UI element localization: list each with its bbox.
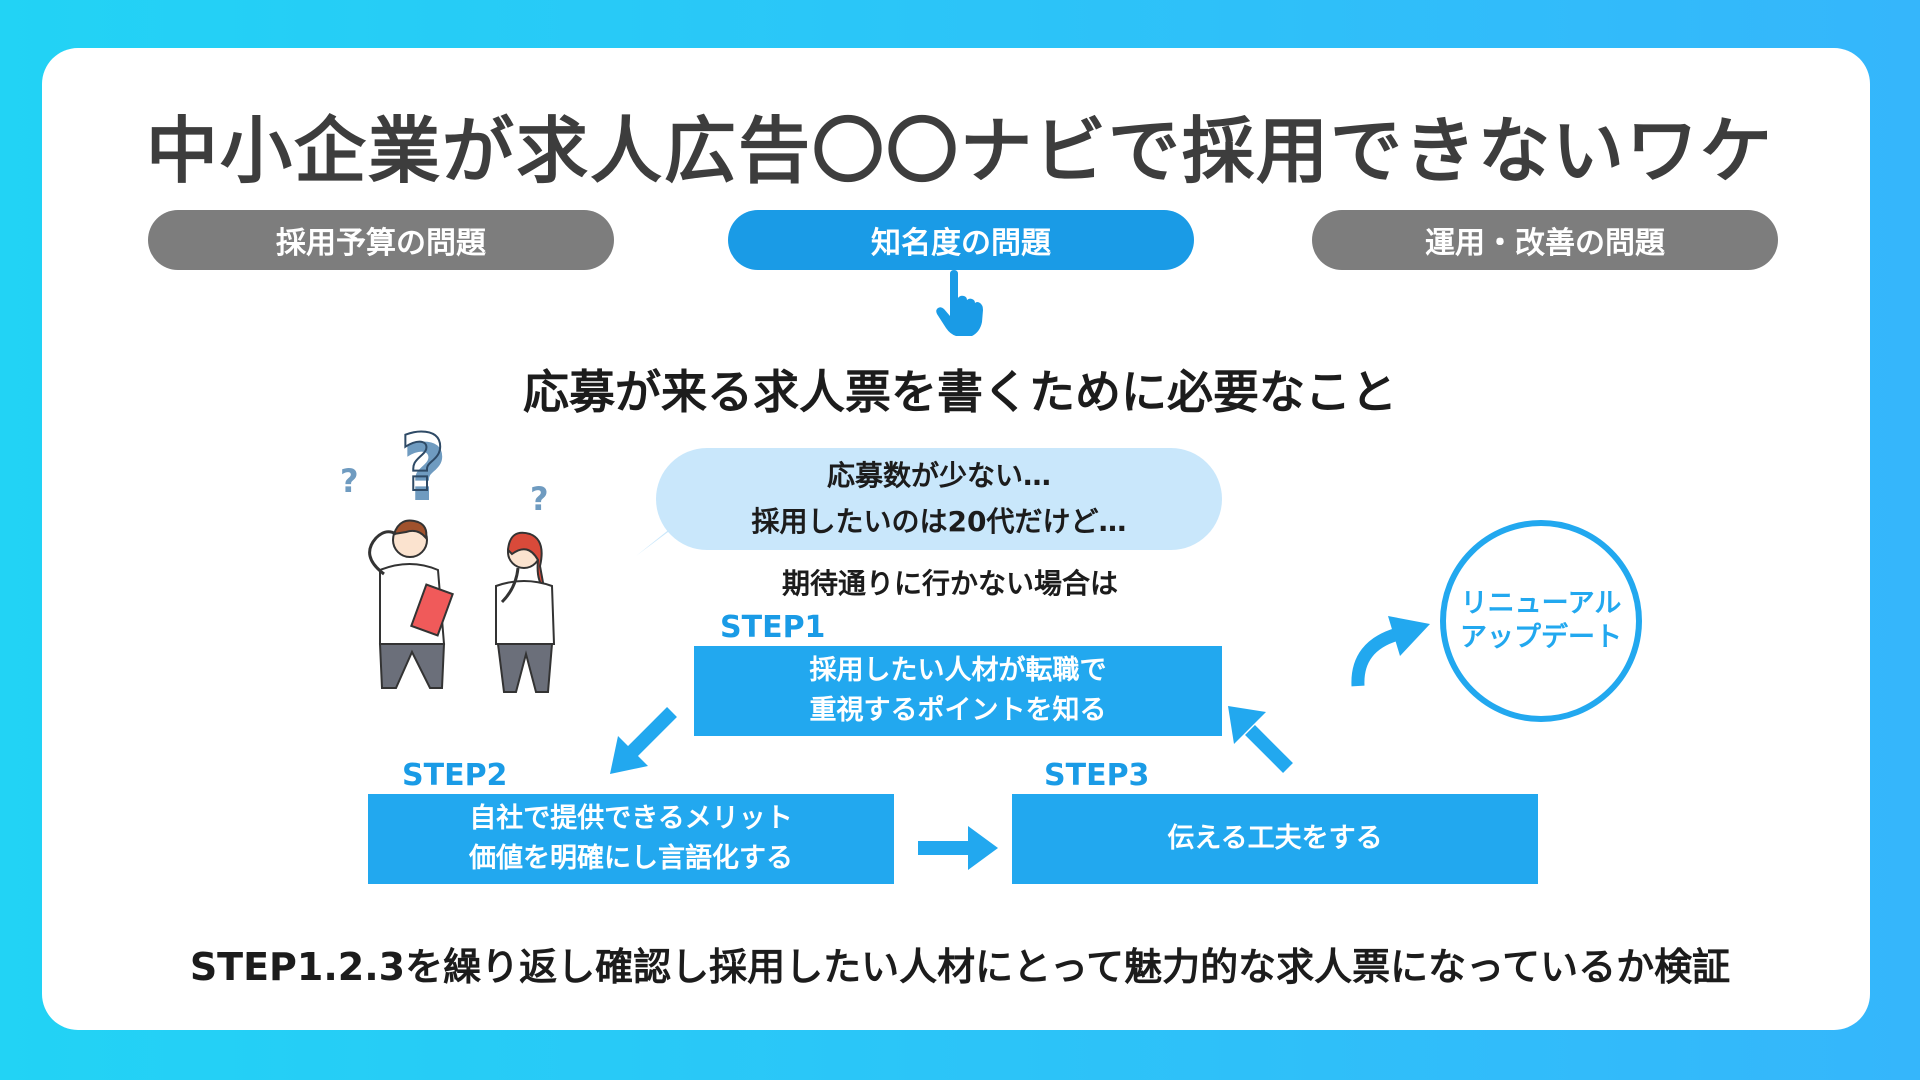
pointing-hand-icon (936, 270, 983, 336)
arrow-step3-to-step1-icon (1228, 706, 1293, 773)
tab-operation-problem[interactable]: 運用・改善の問題 (1312, 210, 1778, 270)
arrow-step2-to-step3-icon (918, 826, 998, 870)
section-subtitle: 応募が来る求人票を書くために必要なこと (523, 365, 1397, 419)
renewal-line-1: リニューアル (1460, 588, 1622, 619)
renewal-line-2: アップデート (1460, 622, 1622, 653)
bubble-line-2: 採用したいのは20代だけど… (751, 505, 1127, 538)
arrow-step1-to-step2-icon (610, 707, 677, 774)
page-title: 中小企業が求人広告〇〇ナビで採用できないワケ (145, 109, 1774, 193)
question-mark-icon: ? (530, 480, 549, 518)
step3-box: 伝える工夫をする (1012, 794, 1538, 884)
step1-line-1: 採用したい人材が転職で (809, 655, 1107, 686)
tab-budget-problem[interactable]: 採用予算の問題 (148, 210, 614, 270)
curved-arrow-to-renewal-icon (1351, 616, 1430, 687)
unexpected-caption: 期待通りに行かない場合は (781, 567, 1118, 600)
step3-line-1: 伝える工夫をする (1167, 823, 1383, 854)
question-mark-icon: ? (400, 419, 445, 509)
renewal-circle: リニューアル アップデート (1440, 520, 1642, 722)
step1-line-2: 重視するポイントを知る (809, 695, 1107, 726)
step2-label: STEP2 (402, 758, 508, 793)
question-mark-icon: ? (340, 462, 359, 500)
conclusion-text: STEP1.2.3を繰り返し確認し採用したい人材にとって魅力的な求人票になってい… (189, 945, 1731, 989)
step3-label: STEP3 (1044, 758, 1150, 793)
speech-bubble: 応募数が少ない… 採用したいのは20代だけど… (656, 448, 1222, 550)
step1-label: STEP1 (720, 610, 826, 645)
tab-awareness-problem[interactable]: 知名度の問題 (728, 210, 1194, 270)
confused-people-illustration: ? ? ? ? (340, 418, 556, 693)
step1-box: 採用したい人材が転職で 重視するポイントを知る (694, 646, 1222, 736)
question-mark-icon: ? (402, 429, 447, 519)
step2-box: 自社で提供できるメリット 価値を明確にし言語化する (368, 794, 894, 884)
step2-line-2: 価値を明確にし言語化する (469, 843, 793, 874)
step2-line-1: 自社で提供できるメリット (469, 803, 793, 834)
bubble-line-1: 応募数が少ない… (826, 459, 1051, 492)
